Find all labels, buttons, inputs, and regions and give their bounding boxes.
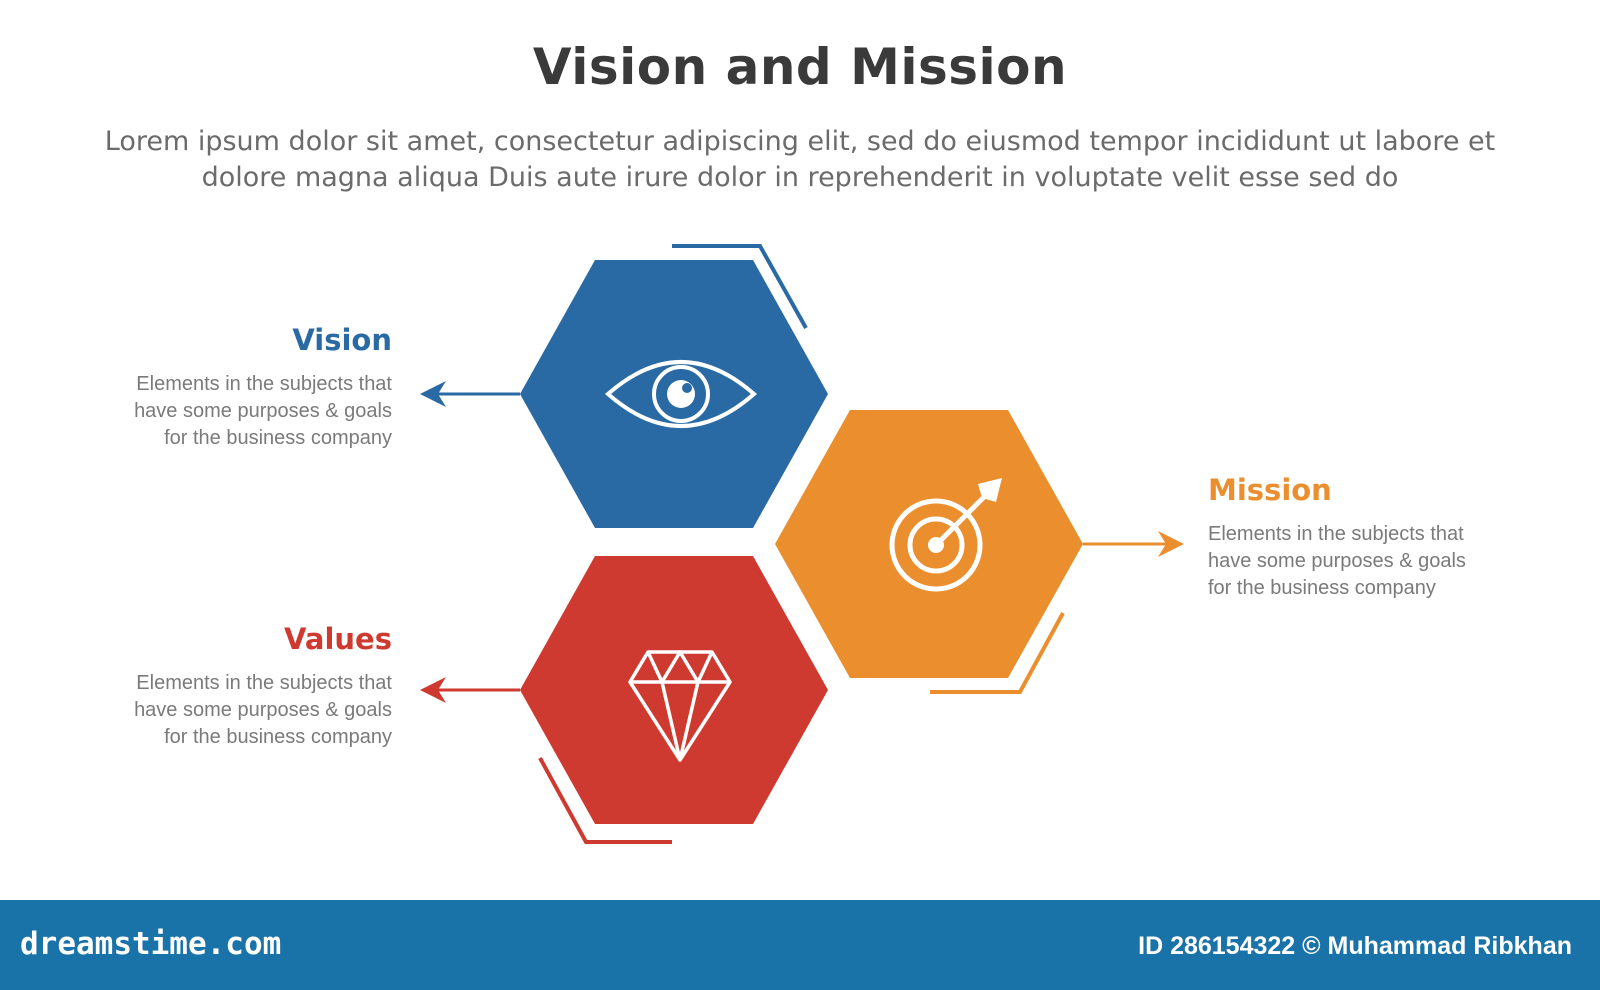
vision-hexagon [420,244,828,528]
hexagon-diagram [420,244,1184,844]
values-title: Values [284,622,392,656]
eye-icon [604,360,758,428]
values-hexagon [420,556,828,844]
mission-title: Mission [1208,473,1332,507]
mission-label: Mission Elements in the subjects that ha… [1208,473,1508,602]
values-description: Elements in the subjects that have some … [134,672,392,748]
values-label: Values Elements in the subjects that hav… [92,622,392,751]
vision-title: Vision [292,323,392,357]
vision-accent-line [672,244,808,329]
mission-hexagon [775,410,1184,694]
values-accent-line [538,757,672,844]
vision-description: Elements in the subjects that have some … [134,373,392,449]
vision-label: Vision Elements in the subjects that hav… [92,323,392,452]
mission-description: Elements in the subjects that have some … [1208,523,1466,599]
page-subtitle: Lorem ipsum dolor sit amet, consectetur … [104,126,1496,193]
vision-arrow-head [420,381,446,407]
diamond-icon [628,650,732,762]
footer-bar: dreamstime.com ID 286154322 © Muhammad R… [0,900,1600,990]
mission-arrow-head [1158,531,1184,557]
values-arrow-head [420,677,446,703]
mission-accent-line [930,612,1065,694]
footer-logo[interactable]: dreamstime.com [20,926,282,962]
footer-credit: ID 286154322 © Muhammad Ribkhan [1138,932,1572,960]
values-hexagon-shape [520,556,828,824]
page-title: Vision and Mission [532,38,1068,96]
target-icon [889,478,1002,592]
